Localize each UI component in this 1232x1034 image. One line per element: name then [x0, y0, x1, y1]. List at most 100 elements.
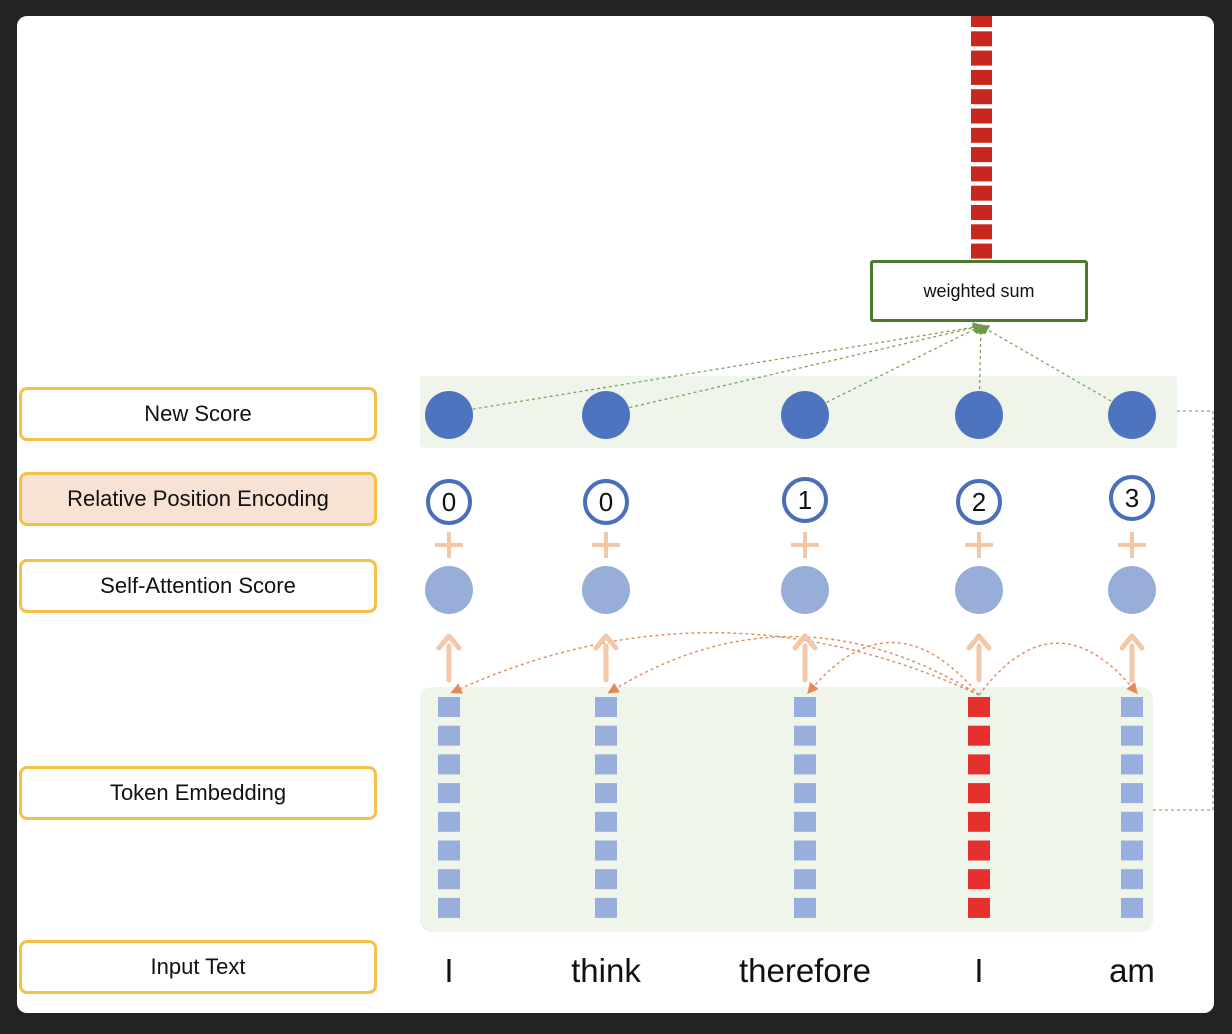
embedding-cell	[968, 754, 990, 775]
score-to-sum-connector	[605, 322, 984, 414]
attention-score-circle	[582, 566, 630, 614]
new-score-circle	[955, 391, 1003, 439]
embedding-cell	[1121, 783, 1143, 804]
output-vector-cell	[971, 108, 992, 124]
attention-score-circle	[425, 566, 473, 614]
new-score-circle	[1108, 391, 1156, 439]
embedding-cell	[438, 869, 460, 890]
embedding-cell	[794, 897, 816, 918]
output-vector-cell	[971, 185, 992, 201]
input-word: think	[571, 952, 641, 989]
output-vector-cell	[971, 243, 992, 259]
plus-icon	[592, 532, 620, 558]
position-number: 1	[797, 484, 813, 515]
up-arrow-icon	[966, 633, 992, 683]
input-word: I	[444, 952, 454, 989]
embedding-cell	[595, 840, 617, 861]
attention-score-circle	[955, 566, 1003, 614]
up-arrow-icon	[1119, 633, 1145, 683]
embedding-cell	[595, 811, 617, 832]
up-arrow-icon	[436, 633, 462, 683]
position-ring	[1109, 475, 1155, 521]
position-number: 0	[441, 486, 457, 517]
position-ring	[426, 479, 472, 525]
embedding-cell	[794, 811, 816, 832]
embedding-cell	[794, 840, 816, 861]
position-number: 2	[971, 486, 987, 517]
embedding-cell	[968, 697, 990, 717]
attention-arc	[607, 635, 980, 696]
output-vector-cell	[971, 89, 992, 105]
embedding-cell	[438, 754, 460, 775]
embedding-cell	[968, 811, 990, 832]
plus-icon	[965, 532, 993, 558]
embedding-cell	[968, 725, 990, 746]
embedding-cell	[1121, 869, 1143, 890]
position-ring	[956, 479, 1002, 525]
new-score-circle	[425, 391, 473, 439]
output-vector-cell	[971, 147, 992, 163]
embedding-cell	[968, 869, 990, 890]
output-vector-cell	[971, 31, 992, 47]
weighted-sum-box: weighted sum	[870, 260, 1088, 322]
input-text-label: Input Text	[19, 940, 377, 994]
score-to-sum-connector	[978, 324, 1133, 414]
embedding-cell	[794, 783, 816, 804]
input-word: am	[1109, 952, 1155, 989]
position-number: 3	[1124, 482, 1140, 513]
output-vector-cell	[971, 16, 992, 27]
embedding-cell	[595, 725, 617, 746]
embedding-cell	[438, 783, 460, 804]
embedding-cell	[595, 754, 617, 775]
output-vector-cell	[971, 205, 992, 220]
input-word: therefore	[738, 952, 872, 989]
attention-score-circle	[781, 566, 829, 614]
embedding-cell	[1121, 840, 1143, 861]
embedding-cell	[438, 840, 460, 861]
position-ring	[782, 477, 828, 523]
attention-diagram-graphic	[420, 16, 1214, 932]
attention-score-circle	[1108, 566, 1156, 614]
embedding-cell	[794, 754, 816, 775]
embedding-cell	[1121, 754, 1143, 775]
embedding-cell	[438, 811, 460, 832]
embedding-cell	[438, 897, 460, 918]
position-number: 0	[598, 486, 614, 517]
input-text-label-text: Input Text	[150, 954, 246, 979]
embedding-cell	[595, 697, 617, 717]
output-vector-cell	[971, 224, 992, 240]
output-vector-cell	[971, 166, 992, 182]
token-embedding-label: Token Embedding	[19, 766, 377, 820]
embedding-cell	[1121, 725, 1143, 746]
output-vector-cell	[971, 127, 992, 143]
self-attention-score-label-text: Self-Attention Score	[100, 573, 296, 598]
embedding-cell	[438, 725, 460, 746]
position-ring	[583, 479, 629, 525]
input-word: I	[974, 952, 984, 989]
relative-position-encoding-label: Relative Position Encoding	[19, 472, 377, 526]
new-score-circle	[781, 391, 829, 439]
plus-icon	[1118, 532, 1146, 558]
relative-position-encoding-label-text: Relative Position Encoding	[67, 486, 329, 511]
embedding-cell	[968, 840, 990, 861]
output-vector-cell	[971, 69, 992, 85]
new-score-label-text: New Score	[144, 401, 252, 426]
embedding-cell	[1121, 697, 1143, 717]
output-vector-cell	[971, 50, 992, 66]
embedding-cell	[794, 869, 816, 890]
self-attention-score-label: Self-Attention Score	[19, 559, 377, 613]
score-to-sum-connector	[804, 324, 984, 414]
embedding-cell	[595, 869, 617, 890]
attention-arc	[978, 642, 1138, 696]
embedding-cell	[794, 725, 816, 746]
weighted-sum-label: weighted sum	[923, 280, 1035, 301]
embedding-cell	[968, 897, 990, 918]
embedding-panel	[420, 687, 1153, 932]
attention-arc	[450, 632, 980, 696]
up-arrow-icon	[792, 633, 818, 683]
side-connector	[1153, 410, 1214, 811]
new-score-circle	[582, 391, 630, 439]
token-embedding-label-text: Token Embedding	[109, 780, 287, 805]
embedding-cell	[595, 897, 617, 918]
diagram-canvas: New Score Relative Position Encoding Sel…	[17, 16, 1214, 1013]
